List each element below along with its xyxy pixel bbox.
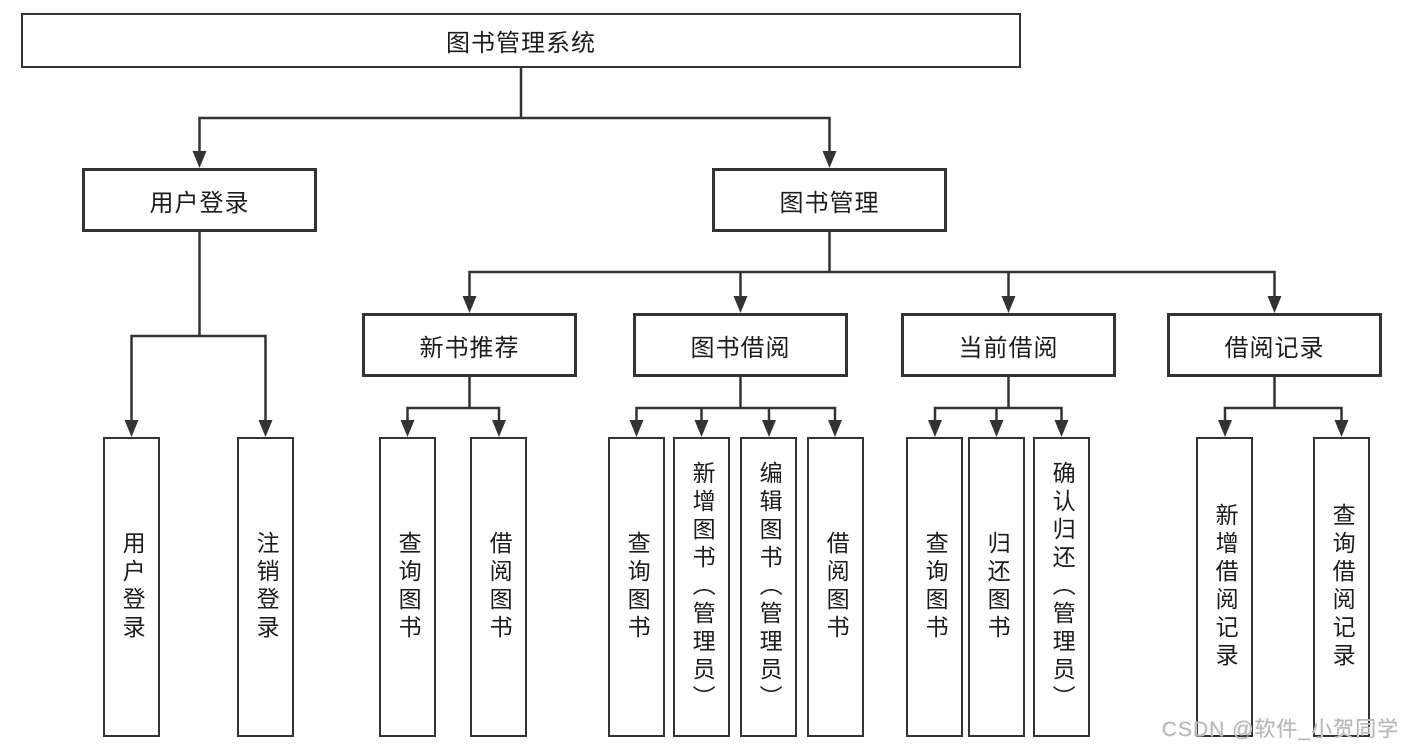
leaf-confirm-return-admin: 确认归还（管理员） — [1033, 437, 1090, 737]
leaf-label: 编辑图书（管理员） — [756, 461, 783, 713]
leaf-label: 借阅图书 — [823, 531, 850, 643]
leaf-label: 注销登录 — [253, 531, 280, 643]
leaf-label: 查询图书 — [922, 531, 949, 643]
node-label: 新书推荐 — [419, 334, 520, 362]
leaf-edit-book-admin: 编辑图书（管理员） — [740, 437, 797, 737]
leaf-add-borrow-record: 新增借阅记录 — [1196, 437, 1253, 737]
leaf-label: 确认归还（管理员） — [1049, 461, 1076, 713]
node-label: 当前借阅 — [958, 334, 1059, 362]
node-label: 图书管理 — [779, 189, 880, 217]
leaf-label: 查询图书 — [395, 531, 422, 643]
node-label: 用户登录 — [149, 189, 250, 217]
leaf-query-borrow-record: 查询借阅记录 — [1313, 437, 1370, 737]
leaf-return-book: 归还图书 — [968, 437, 1025, 737]
leaf-label: 新增借阅记录 — [1212, 503, 1239, 671]
leaf-label: 查询借阅记录 — [1329, 503, 1356, 671]
leaf-logout: 注销登录 — [237, 437, 294, 737]
leaf-label: 用户登录 — [119, 531, 146, 643]
node-label: 图书借阅 — [690, 334, 791, 362]
leaf-label: 查询图书 — [624, 531, 651, 643]
leaf-user-login: 用户登录 — [103, 437, 160, 737]
node-book-borrow: 图书借阅 — [633, 313, 848, 377]
leaf-add-book-admin: 新增图书（管理员） — [673, 437, 730, 737]
node-new-book-recommend: 新书推荐 — [362, 313, 577, 377]
node-current-borrow: 当前借阅 — [901, 313, 1116, 377]
node-borrow-records: 借阅记录 — [1167, 313, 1382, 377]
leaf-borrow-books: 借阅图书 — [807, 437, 864, 737]
leaf-label: 借阅图书 — [486, 531, 513, 643]
leaf-label: 归还图书 — [984, 531, 1011, 643]
node-user-login: 用户登录 — [82, 168, 317, 232]
leaf-query-books-borrow: 查询图书 — [608, 437, 665, 737]
leaf-query-books-current: 查询图书 — [906, 437, 963, 737]
node-label: 图书管理系统 — [446, 30, 596, 57]
leaf-borrow-books-recommend: 借阅图书 — [470, 437, 527, 737]
leaf-query-books-recommend: 查询图书 — [379, 437, 436, 737]
node-book-management: 图书管理 — [712, 168, 947, 232]
watermark-text: CSDN @软件_小贺同学 — [1161, 718, 1399, 741]
node-label: 借阅记录 — [1224, 334, 1325, 362]
leaf-label: 新增图书（管理员） — [689, 461, 716, 713]
node-library-management-system: 图书管理系统 — [21, 13, 1021, 68]
